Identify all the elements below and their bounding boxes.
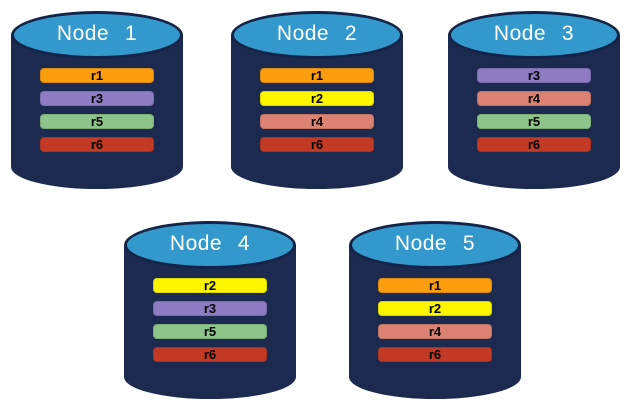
node-title: Node 5 (394, 232, 476, 255)
db-cylinder-body (448, 35, 620, 189)
replica-label: r3 (203, 301, 217, 316)
db-node-4: Node 4 r2 r3 r5 r6 (124, 221, 296, 399)
db-node-2: Node 2 r1 r2 r4 r6 (231, 11, 403, 189)
replica-bar-r6: r6 (477, 137, 591, 152)
replica-label: r5 (90, 114, 104, 129)
replica-label: r6 (203, 347, 217, 362)
replica-bar-r3: r3 (477, 68, 591, 83)
db-cylinder-body (349, 245, 521, 399)
replica-list: r3 r4 r5 r6 (448, 68, 620, 152)
replica-bar-r6: r6 (260, 137, 374, 152)
replica-bar-r5: r5 (153, 324, 267, 339)
node-title: Node 2 (276, 22, 358, 45)
replica-bar-r4: r4 (477, 91, 591, 106)
replica-bar-r3: r3 (40, 91, 154, 106)
db-cylinder-top: Node 4 (124, 221, 296, 269)
replica-bar-r5: r5 (40, 114, 154, 129)
replica-bar-r1: r1 (378, 278, 492, 293)
db-node-1: Node 1 r1 r3 r5 r6 (11, 11, 183, 189)
db-cylinder-body (231, 35, 403, 189)
db-cylinder-top: Node 5 (349, 221, 521, 269)
replica-label: r1 (90, 68, 104, 83)
replica-label: r6 (428, 347, 442, 362)
replica-label: r6 (527, 137, 541, 152)
replica-label: r2 (310, 91, 324, 106)
db-cylinder-top: Node 2 (231, 11, 403, 59)
replica-bar-r2: r2 (153, 278, 267, 293)
replica-label: r4 (428, 324, 442, 339)
replica-label: r2 (428, 301, 442, 316)
replica-label: r2 (203, 278, 217, 293)
replica-label: r6 (310, 137, 324, 152)
db-node-5: Node 5 r1 r2 r4 r6 (349, 221, 521, 399)
db-cylinder-body (11, 35, 183, 189)
replica-bar-r5: r5 (477, 114, 591, 129)
replica-label: r1 (428, 278, 442, 293)
replica-label: r5 (527, 114, 541, 129)
replica-label: r1 (310, 68, 324, 83)
replica-label: r6 (90, 137, 104, 152)
replica-bar-r4: r4 (260, 114, 374, 129)
replica-label: r4 (310, 114, 324, 129)
replica-label: r3 (90, 91, 104, 106)
replica-bar-r6: r6 (378, 347, 492, 362)
db-cylinder-top: Node 3 (448, 11, 620, 59)
replica-label: r4 (527, 91, 541, 106)
db-cylinder-body (124, 245, 296, 399)
replica-list: r2 r3 r5 r6 (124, 278, 296, 362)
replica-bar-r1: r1 (40, 68, 154, 83)
db-cylinder-top: Node 1 (11, 11, 183, 59)
db-node-3: Node 3 r3 r4 r5 r6 (448, 11, 620, 189)
node-title: Node 4 (169, 232, 251, 255)
replica-list: r1 r3 r5 r6 (11, 68, 183, 152)
replica-label: r3 (527, 68, 541, 83)
replica-bar-r2: r2 (260, 91, 374, 106)
replica-list: r1 r2 r4 r6 (349, 278, 521, 362)
node-title: Node 1 (56, 22, 138, 45)
replica-bar-r6: r6 (153, 347, 267, 362)
node-title: Node 3 (493, 22, 575, 45)
replica-bar-r1: r1 (260, 68, 374, 83)
replica-bar-r6: r6 (40, 137, 154, 152)
replica-bar-r2: r2 (378, 301, 492, 316)
replica-label: r5 (203, 324, 217, 339)
replica-bar-r4: r4 (378, 324, 492, 339)
replica-bar-r3: r3 (153, 301, 267, 316)
replica-list: r1 r2 r4 r6 (231, 68, 403, 152)
